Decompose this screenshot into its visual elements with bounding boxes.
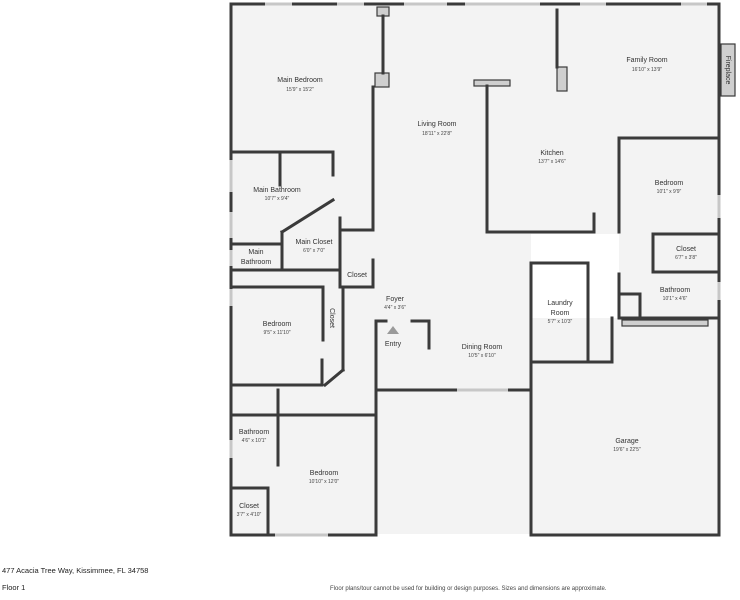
closet-east-label: Closet (676, 246, 696, 253)
bedroom-east-label: Bedroom (655, 180, 684, 187)
main-closet-label: Main Closet (296, 239, 333, 246)
entry-label: Entry (385, 341, 402, 348)
closet-vertical-label: Closet (328, 308, 335, 328)
living-room-label: Living Room (418, 121, 457, 128)
foyer-dim: 4'4" x 3'6" (384, 305, 406, 311)
closet-south-dim: 3'7" x 4'10" (237, 512, 262, 518)
main-bathroom-wc-label-1: Main (248, 249, 263, 256)
kitchen-label: Kitchen (540, 150, 563, 157)
closet-south-label: Closet (239, 503, 259, 510)
bathroom-east-dim: 10'1" x 4'6" (663, 296, 688, 302)
family-room-label: Family Room (626, 57, 667, 64)
kitchen-dim: 13'7" x 14'6" (538, 159, 566, 165)
garage-label: Garage (615, 438, 638, 445)
main-closet-dim: 6'0" x 7'0" (303, 248, 325, 254)
closet-east-dim: 6'7" x 3'8" (675, 255, 697, 261)
bedroom-south-dim: 10'10" x 12'0" (309, 479, 339, 485)
disclaimer-text: Floor plans/tour cannot be used for buil… (330, 586, 607, 592)
bedroom-east-dim: 10'1" x 9'9" (657, 189, 682, 195)
fireplace-label: Fireplace (724, 56, 731, 85)
column-mid (374, 72, 390, 88)
fireplace-icon (720, 43, 736, 97)
hatched-columns (374, 6, 736, 327)
entry-arrow-icon (387, 326, 399, 334)
main-bedroom-label: Main Bedroom (277, 77, 323, 84)
dining-room-label: Dining Room (462, 344, 503, 351)
laundry-label-1: Laundry (547, 300, 573, 307)
bathroom-west-label: Bathroom (239, 429, 270, 436)
bedroom-south-label: Bedroom (310, 470, 339, 477)
property-address: 477 Acacia Tree Way, Kissimmee, FL 34758 (2, 566, 149, 575)
bedroom-mid-label: Bedroom (263, 321, 292, 328)
room-fills (231, 4, 719, 534)
bathroom-west-dim: 4'6" x 10'1" (242, 438, 267, 444)
bathroom-east-label: Bathroom (660, 287, 691, 294)
main-bathroom-label: Main Bathroom (253, 187, 301, 194)
main-bedroom-dim: 15'9" x 15'2" (286, 87, 314, 93)
floor-label: Floor 1 (2, 583, 26, 592)
bedroom-mid-dim: 9'5" x 11'10" (263, 330, 290, 336)
main-bathroom-dim: 10'7" x 9'4" (265, 196, 290, 202)
column-family (556, 66, 568, 92)
family-room-dim: 16'10" x 13'9" (632, 67, 662, 73)
walls (229, 2, 721, 537)
laundry-label-2: Room (551, 310, 570, 317)
room-labels: Main Bedroom 15'9" x 15'2" Living Room 1… (237, 56, 731, 518)
garage-step (621, 319, 709, 327)
foyer-label: Foyer (386, 296, 405, 303)
closet-hall-label: Closet (347, 272, 367, 279)
laundry-dim: 5'7" x 10'3" (548, 319, 573, 325)
garage-dim: 19'6" x 22'5" (613, 447, 641, 453)
dining-room-dim: 10'5" x 6'10" (468, 353, 496, 359)
windows (229, 2, 721, 537)
living-room-dim: 18'11" x 22'8" (422, 131, 452, 137)
main-bathroom-wc-label-2: Bathroom (241, 259, 272, 266)
kitchen-bar (473, 79, 511, 87)
